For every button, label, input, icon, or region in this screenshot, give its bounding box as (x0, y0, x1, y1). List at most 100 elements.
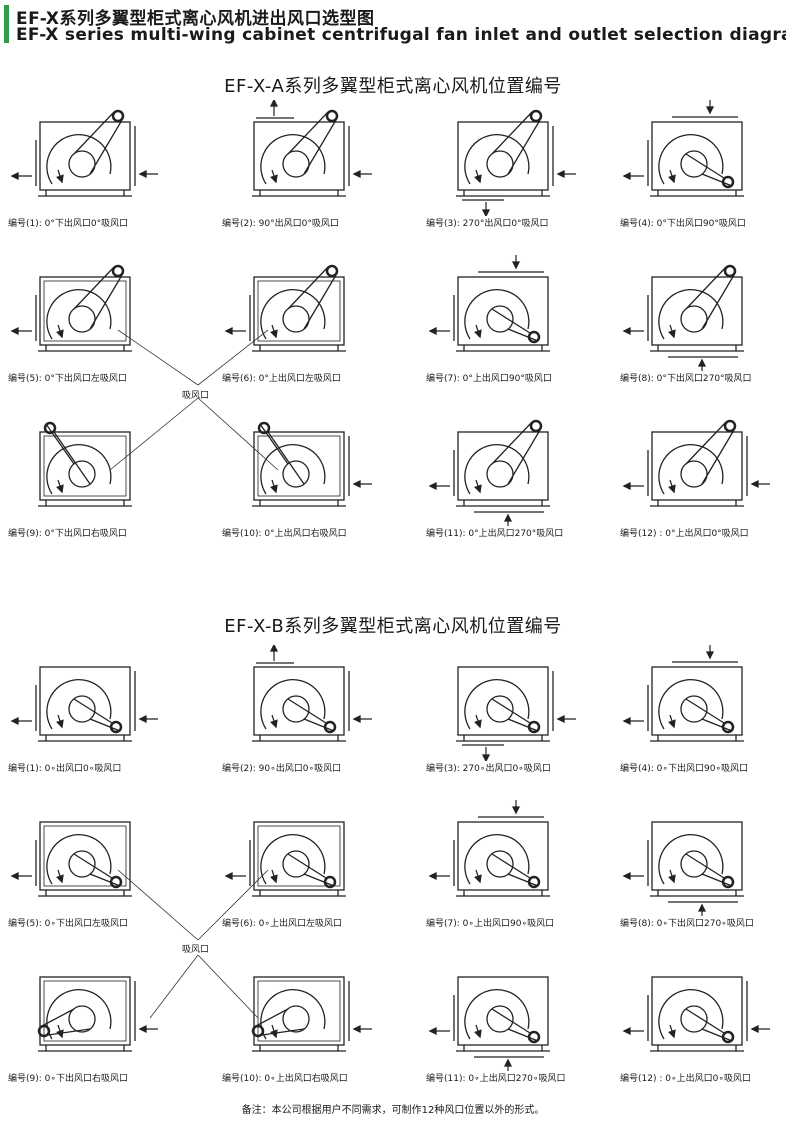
impeller (282, 695, 310, 723)
fan-diagram (38, 421, 132, 507)
scroll-housing (658, 289, 724, 340)
impeller (680, 150, 708, 178)
scroll-housing (260, 134, 326, 185)
impeller (680, 695, 708, 723)
fan-position-cell: 编号(3): 270∘出风口0∘吸风口 (426, 645, 596, 775)
cabinet-box (253, 666, 345, 736)
drive-belt (701, 873, 733, 887)
cabinet-box (39, 431, 131, 501)
cabinet-box (651, 821, 743, 891)
drive-belt (287, 698, 327, 724)
motor-pulley (721, 875, 735, 889)
fan-diagram (252, 100, 372, 197)
position-caption: 编号(3): 270°出风口0°吸风口 (426, 219, 549, 229)
fan-diagram (622, 264, 744, 371)
scroll-housing (260, 289, 326, 340)
fan-position-cell: 编号(11): 0°上出风口270°吸风口 (426, 410, 596, 540)
suction-label-a: 吸风口 (182, 391, 210, 401)
motor-pulley (529, 419, 543, 433)
fan-position-cell: 编号(11): 0∘上出风口270∘吸风口 (426, 955, 596, 1085)
fan-diagram (428, 800, 550, 897)
drive-belt (491, 1008, 531, 1034)
scroll-housing (464, 134, 530, 185)
motor-pulley (323, 720, 337, 734)
cabinet-box (253, 276, 345, 346)
fan-position-cell: 编号(12) : 0∘上出风口0∘吸风口 (620, 955, 786, 1085)
position-caption: 编号(6): 0°上出风口左吸风口 (222, 374, 341, 384)
inlet-arrow-head (705, 651, 715, 660)
outlet-arrow-head (622, 171, 631, 181)
fan-unit (252, 100, 372, 197)
fan-position-cell: 编号(2): 90°出风口0°吸风口 (222, 100, 392, 230)
fan-unit (428, 419, 550, 526)
drive-belt (507, 429, 541, 485)
rotation-arrow-head (270, 719, 278, 729)
drive-belt (507, 119, 541, 175)
fan-unit (10, 821, 132, 897)
connector-line (197, 397, 279, 471)
outlet-arrow-head (622, 716, 631, 726)
inlet-arrow-head (705, 106, 715, 115)
outlet-arrow-head (622, 1026, 631, 1036)
cabinet-box (457, 666, 549, 736)
rotation-arrow-head (474, 174, 482, 184)
footnote: 备注：本公司根据用户不同需求，可制作12种风口位置以外的形式。 (241, 1105, 545, 1116)
motor-pulley (325, 109, 339, 123)
drive-belt (267, 431, 305, 485)
impeller (680, 305, 708, 333)
position-caption: 编号(12) : 0°上出风口0°吸风口 (620, 529, 749, 539)
cabinet-inner-frame (257, 280, 341, 342)
fan-unit (622, 419, 770, 507)
motor-pulley (527, 1030, 541, 1044)
fan-position-cell: 编号(10): 0∘上出风口右吸风口 (222, 955, 392, 1085)
drive-belt (685, 698, 725, 724)
outlet-arrow-head (10, 326, 19, 336)
fan-position-cell: 编号(5): 0∘下出风口左吸风口 (8, 800, 178, 930)
fan-unit (10, 666, 158, 742)
drive-belt (701, 1028, 733, 1042)
scroll-housing (260, 834, 326, 885)
scroll-housing (658, 989, 724, 1040)
drive-belt (259, 423, 289, 465)
outlet-arrow-head (269, 100, 279, 107)
cabinet-box (253, 431, 345, 501)
outlet-arrow-head (428, 871, 437, 881)
inlet-arrow-head (750, 479, 759, 489)
cabinet-box (39, 666, 131, 736)
motor-pulley (527, 875, 541, 889)
fan-diagram (622, 100, 744, 197)
fan-position-cell: 编号(1): 0°下出风口0°吸风口 (8, 100, 178, 230)
fan-unit (10, 109, 158, 197)
inlet-arrow-head (511, 261, 521, 270)
position-caption: 编号(12) : 0∘上出风口0∘吸风口 (620, 1074, 751, 1084)
drive-belt (73, 853, 113, 879)
fan-unit (252, 421, 372, 507)
impeller (68, 305, 96, 333)
drive-belt (491, 111, 533, 155)
fan-position-cell: 编号(9): 0°下出风口右吸风口 (8, 410, 178, 540)
impeller (282, 150, 310, 178)
cabinet-inner-frame (43, 280, 127, 342)
fan-position-cell: 编号(8): 0°下出风口270°吸风口 (620, 255, 786, 385)
scroll-housing (46, 989, 112, 1040)
impeller (68, 460, 96, 488)
fan-position-cell: 编号(4): 0∘下出风口90∘吸风口 (620, 645, 786, 775)
fan-diagram (10, 109, 158, 197)
connector-line (197, 954, 259, 1019)
drive-belt (491, 853, 531, 879)
scroll-housing (46, 834, 112, 885)
drive-belt (685, 853, 725, 879)
connector-line (197, 869, 269, 941)
position-caption: 编号(10): 0∘上出风口右吸风口 (222, 1074, 348, 1084)
position-caption: 编号(7): 0∘上出风口90∘吸风口 (426, 919, 555, 929)
drive-belt (287, 111, 329, 155)
motor-pulley (37, 1024, 51, 1038)
scroll-housing (464, 834, 530, 885)
drive-belt (89, 718, 121, 732)
scroll-housing (658, 444, 724, 495)
cabinet-box (651, 431, 743, 501)
outlet-arrow-head (622, 481, 631, 491)
outlet-arrow-head (622, 871, 631, 881)
cabinet-box (39, 121, 131, 191)
cabinet-box (253, 976, 345, 1046)
